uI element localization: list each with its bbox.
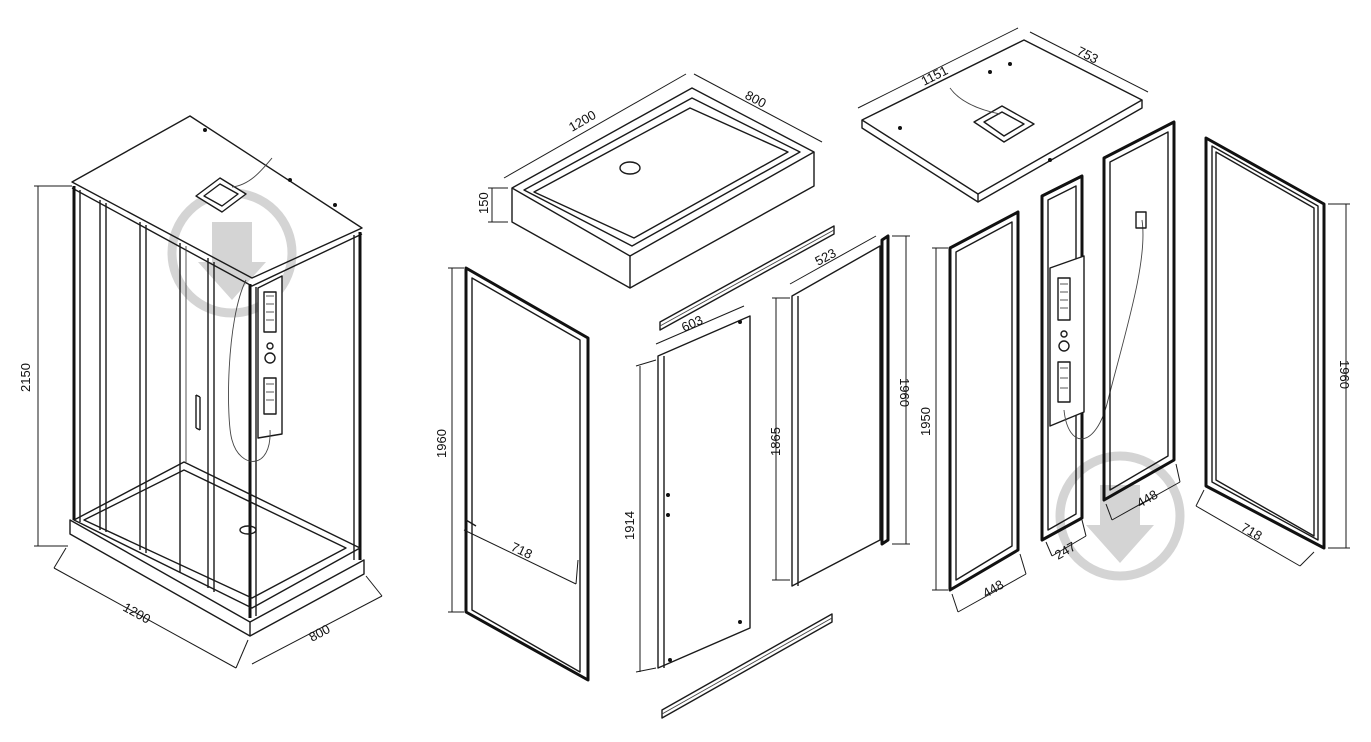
top-rail	[659, 225, 835, 331]
back-panel-right: 1865 523	[768, 235, 881, 587]
back-right-height-label: 1865	[768, 427, 783, 456]
watermark-logo-icon	[1055, 451, 1185, 581]
back-left-width-label: 603	[679, 312, 705, 335]
cabin-width-label: 1200	[121, 600, 154, 627]
glass-left-height-label: 1950	[918, 407, 933, 436]
side-profile: 1960	[880, 234, 912, 546]
tray-depth-label: 800	[743, 87, 769, 110]
back-right-width-label: 523	[812, 245, 838, 268]
back-left-height-label: 1914	[622, 511, 637, 540]
side-profile-height-label: 1960	[897, 378, 912, 407]
shower-tray: 150 1200 800	[476, 73, 823, 289]
shower-column-panel: 247	[1040, 174, 1147, 563]
front-panel-height-label: 1960	[434, 429, 449, 458]
front-panel-width-label: 718	[509, 539, 535, 562]
cabin-height-label: 2150	[18, 363, 33, 392]
bottom-rail	[661, 613, 833, 719]
assembled-cabin: 2150 1200 800	[18, 115, 383, 669]
roof-depth-label: 753	[1075, 43, 1101, 66]
tray-length-label: 1200	[566, 107, 599, 134]
end-frame-width-label: 718	[1239, 520, 1265, 544]
fixed-glass-left: 1950 448	[918, 210, 1027, 613]
end-frame-height-label: 1960	[1337, 360, 1352, 389]
tray-height-label: 150	[476, 192, 491, 214]
back-panel-left: 1914 603	[622, 305, 751, 673]
end-frame-panel: 1960 718	[1195, 136, 1352, 567]
front-side-panel: 1960 718	[434, 266, 590, 682]
cabin-depth-label: 800	[306, 621, 332, 644]
